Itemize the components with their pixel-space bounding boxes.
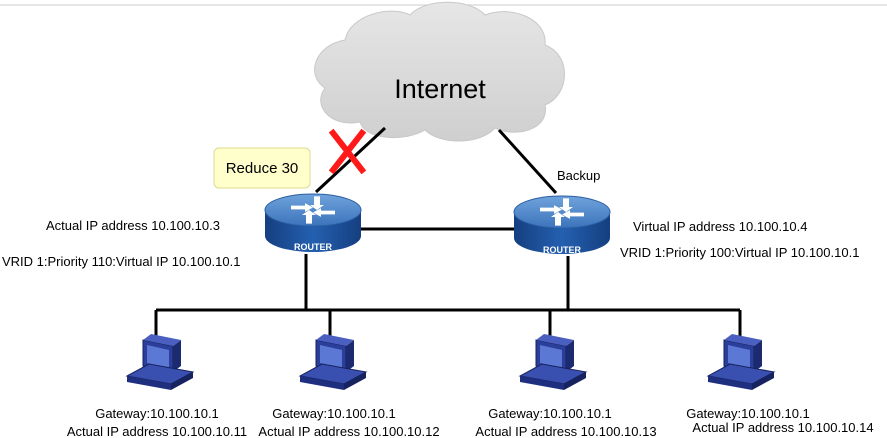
- host-pc-1: Gateway:10.100.10.1 Actual IP address 10…: [67, 334, 247, 438]
- backup-virtual-ip: Virtual IP address 10.100.10.4: [633, 219, 807, 234]
- pc-icon: [706, 334, 776, 390]
- backup-vrid: VRID 1:Priority 100:Virtual IP 10.100.10…: [620, 245, 859, 260]
- note-label: Reduce 30: [226, 160, 299, 177]
- host-gateway: Gateway:10.100.10.1: [686, 406, 810, 421]
- backup-uplink: [497, 128, 558, 195]
- host-actual-ip: Actual IP address 10.100.10.13: [475, 424, 656, 438]
- priority-reduce-note: Reduce 30: [213, 147, 311, 189]
- master-vrid: VRID 1:Priority 110:Virtual IP 10.100.10…: [2, 254, 240, 269]
- host-pc-4: Gateway:10.100.10.1 Actual IP address 10…: [686, 334, 874, 435]
- pc-icon: [298, 334, 368, 390]
- host-pc-2: Gateway:10.100.10.1 Actual IP address 10…: [258, 334, 440, 438]
- backup-router-label: ROUTER: [543, 245, 582, 255]
- pc-icon: [518, 334, 588, 390]
- cloud-label: Internet: [394, 74, 486, 104]
- backup-router: ROUTER: [513, 195, 611, 255]
- host-pc-3: Gateway:10.100.10.1 Actual IP address 10…: [475, 334, 657, 438]
- host-gateway: Gateway:10.100.10.1: [95, 406, 219, 421]
- master-actual-ip: Actual IP address 10.100.10.3: [46, 218, 220, 233]
- link-failure-mark: [328, 128, 367, 175]
- pc-icon: [125, 334, 195, 390]
- host-gateway: Gateway:10.100.10.1: [272, 406, 396, 421]
- internet-cloud: Internet: [314, 1, 565, 142]
- host-actual-ip: Actual IP address 10.100.10.12: [258, 424, 439, 438]
- host-gateway: Gateway:10.100.10.1: [488, 406, 612, 421]
- backup-role-label: Backup: [557, 168, 600, 183]
- master-router-label: ROUTER: [294, 242, 333, 252]
- host-actual-ip: Actual IP address 10.100.10.14: [692, 420, 873, 435]
- host-actual-ip: Actual IP address 10.100.10.11: [67, 424, 247, 438]
- master-router: ROUTER: [264, 193, 362, 252]
